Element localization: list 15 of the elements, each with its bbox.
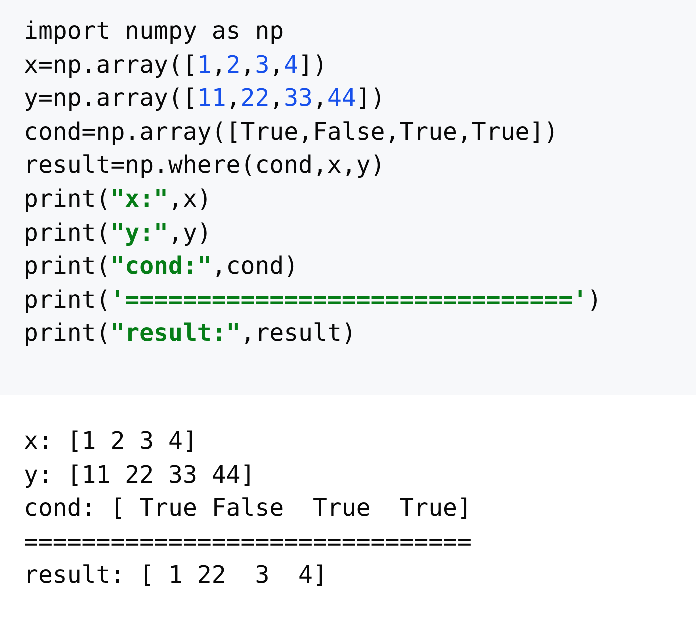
code-line: x=np.array([1,2,3,4]) (24, 50, 328, 81)
code-line: import numpy as np (24, 16, 284, 47)
code-line: y=np.array([11,22,33,44]) (24, 83, 386, 114)
code-line: print("y:",y) (24, 218, 212, 249)
code-line: print("result:",result) (24, 318, 356, 350)
code-line: print('===============================') (24, 284, 602, 316)
code-line: cond=np.array([True,False,True,True]) (24, 116, 559, 148)
output-line: y: [11 22 33 44] (24, 460, 256, 491)
output-line: cond: [ True False True True] (24, 493, 472, 524)
output-line: x: [1 2 3 4] (24, 426, 198, 457)
code-line: print("x:",x) (24, 184, 212, 215)
code-line: result=np.where(cond,x,y) (24, 150, 386, 182)
output-line: result: [ 1 22 3 4] (24, 560, 328, 592)
output-line: =============================== (24, 526, 472, 558)
code-line: print("cond:",cond) (24, 251, 299, 282)
